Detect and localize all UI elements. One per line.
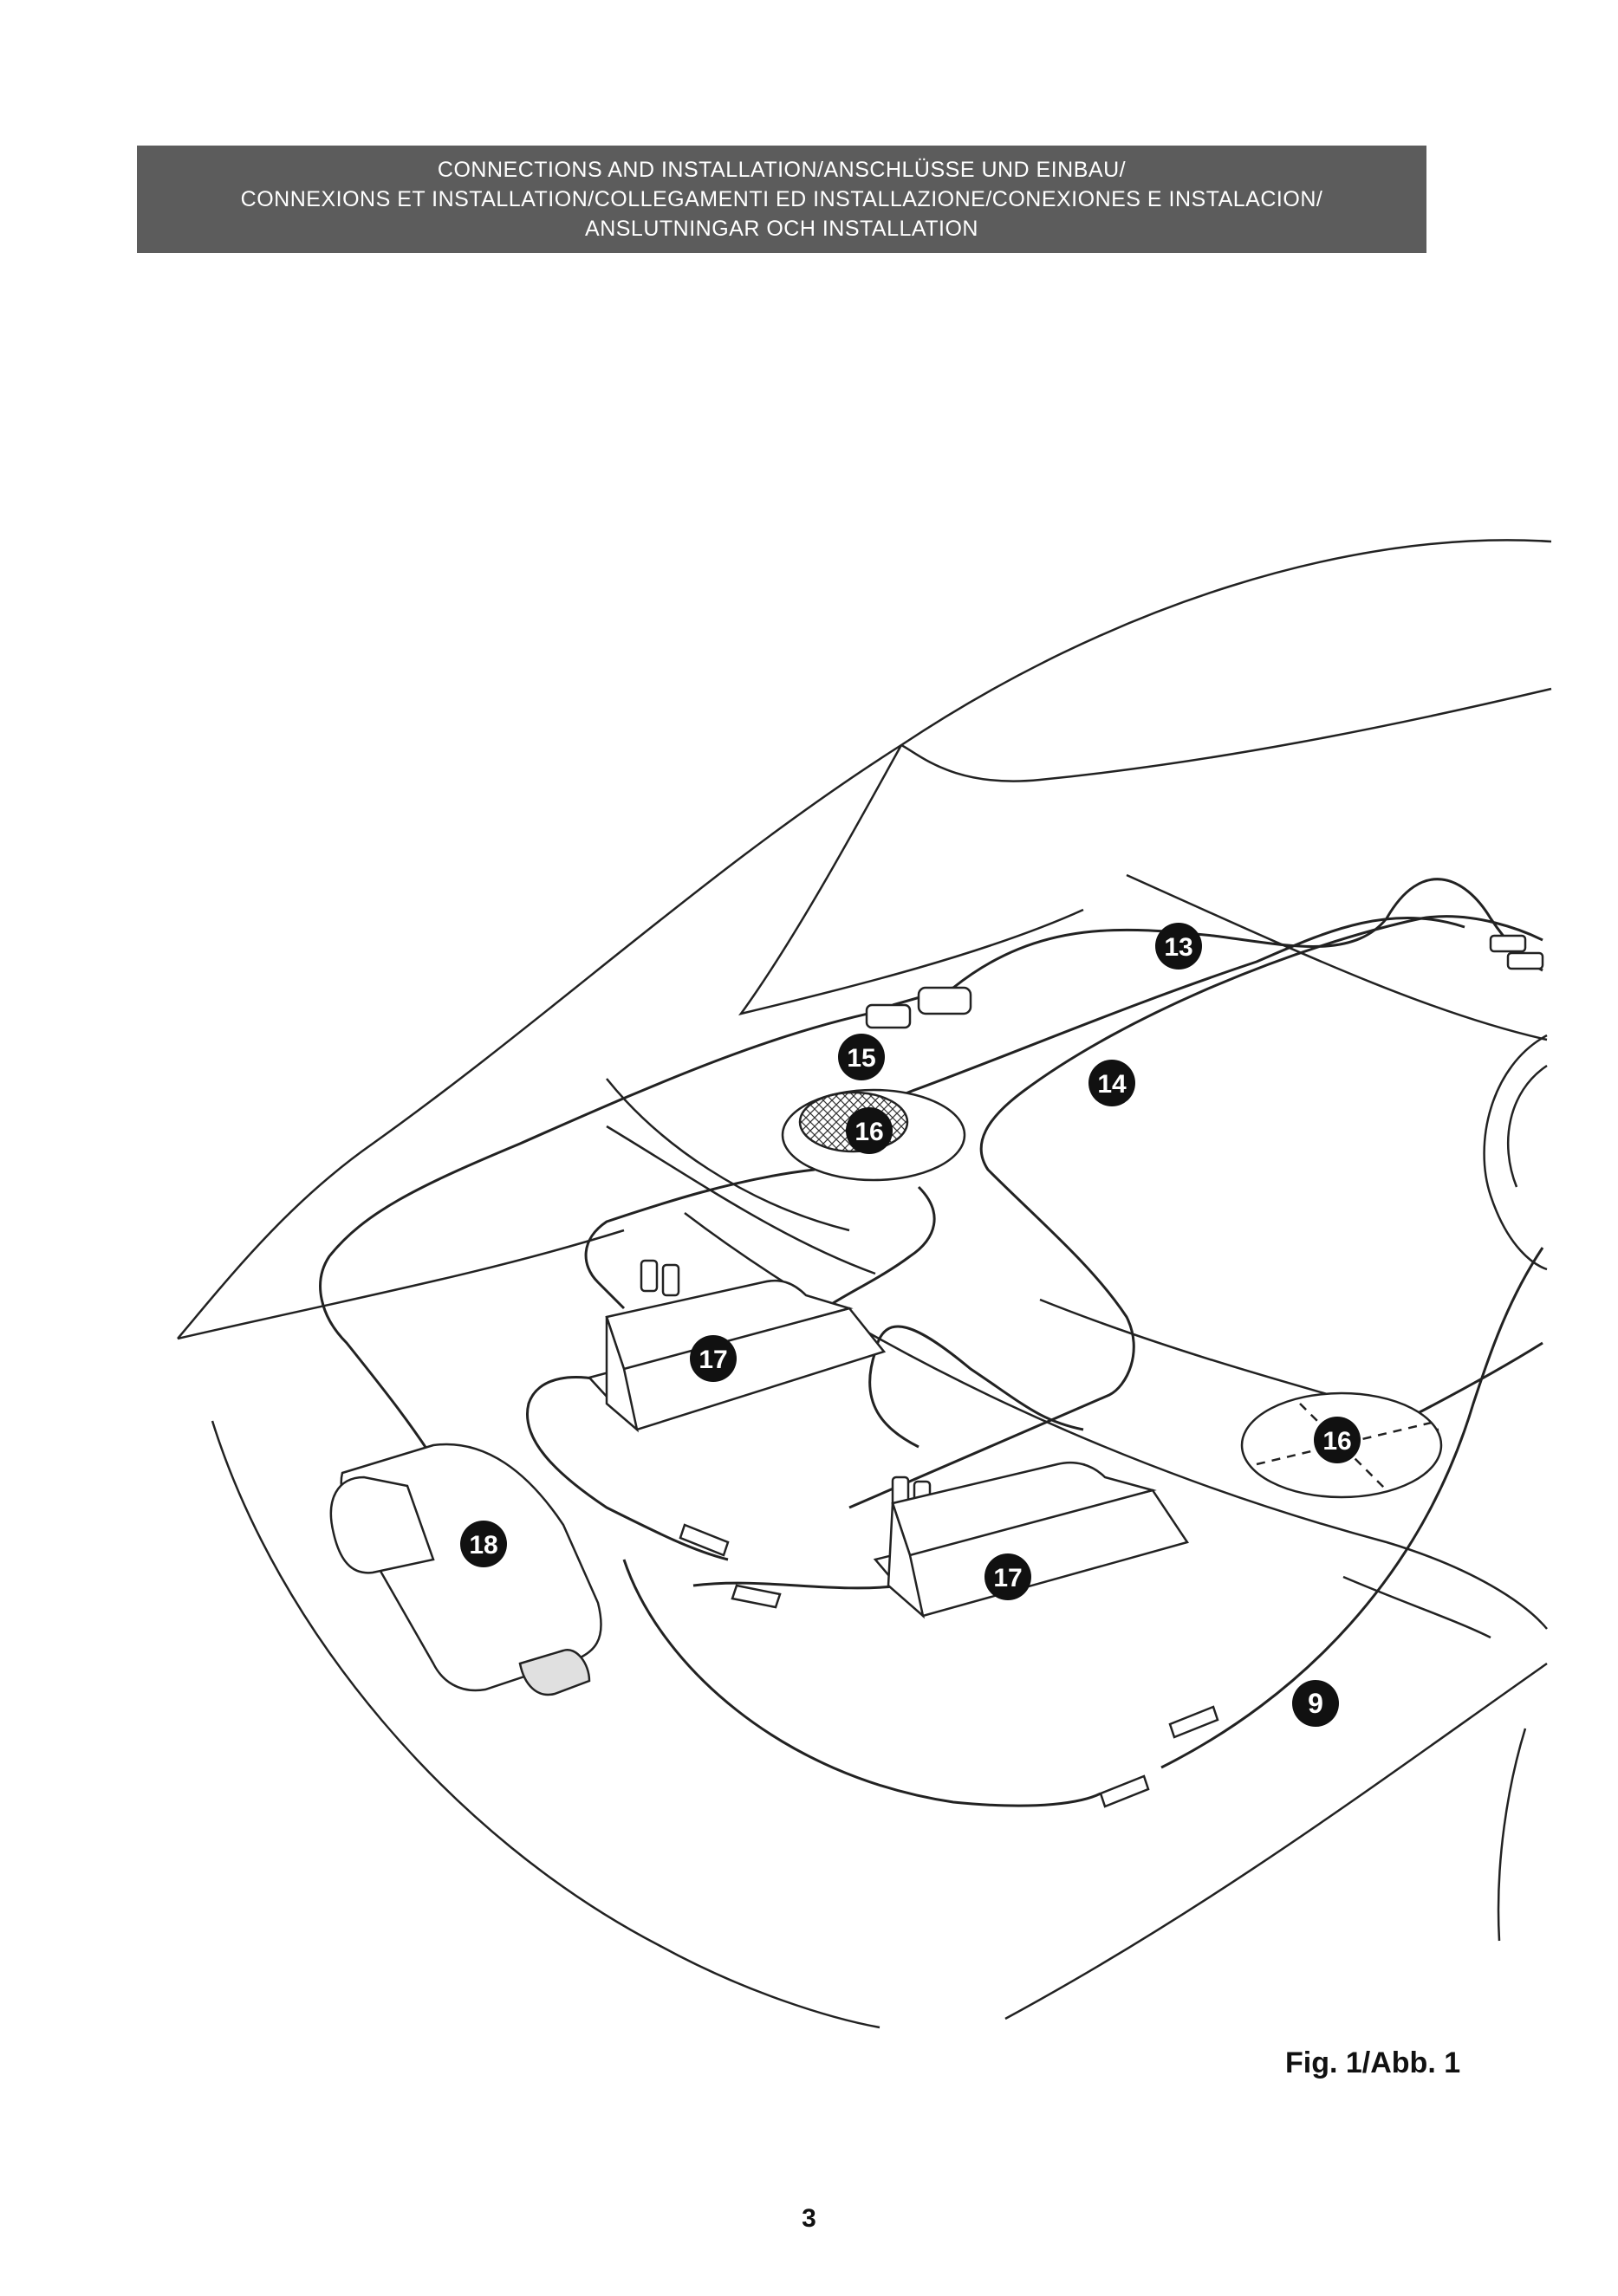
callout-14: 14 (1088, 1060, 1135, 1106)
callout-17-left: 17 (690, 1335, 737, 1382)
callout-13: 13 (1155, 923, 1202, 970)
rca-connectors (640, 934, 1544, 1808)
figure-caption: Fig. 1/Abb. 1 (1285, 2046, 1461, 2079)
callout-14-label: 14 (1097, 1070, 1127, 1099)
callout-16-right-label: 16 (1322, 1427, 1351, 1456)
header-line-3: ANSLUTNINGAR OCH INSTALLATION (585, 217, 978, 241)
callout-18-label: 18 (469, 1531, 497, 1560)
callout-9: 9 (1292, 1680, 1339, 1727)
callout-13-label: 13 (1164, 933, 1192, 962)
callout-16-left-label: 16 (854, 1118, 883, 1146)
control-pod (329, 1443, 602, 1696)
page-number: 3 (802, 2204, 816, 2233)
header-line-1: CONNECTIONS AND INSTALLATION/ANSCHLÜSSE … (437, 158, 1127, 182)
callout-17-right: 17 (984, 1553, 1031, 1600)
crossover-boxes (587, 1279, 1189, 1619)
callout-18: 18 (460, 1521, 507, 1567)
header-line-2: CONNEXIONS ET INSTALLATION/COLLEGAMENTI … (240, 187, 1323, 211)
callout-17-right-label: 17 (993, 1564, 1022, 1592)
callout-9-label: 9 (1308, 1688, 1323, 1719)
callout-17-left-label: 17 (699, 1346, 727, 1374)
callout-16-right: 16 (1314, 1417, 1361, 1463)
callout-15-label: 15 (847, 1044, 875, 1073)
callout-15: 15 (838, 1034, 885, 1080)
callout-16-left: 16 (846, 1107, 893, 1154)
section-header-banner: CONNECTIONS AND INSTALLATION/ANSCHLÜSSE … (137, 146, 1426, 253)
